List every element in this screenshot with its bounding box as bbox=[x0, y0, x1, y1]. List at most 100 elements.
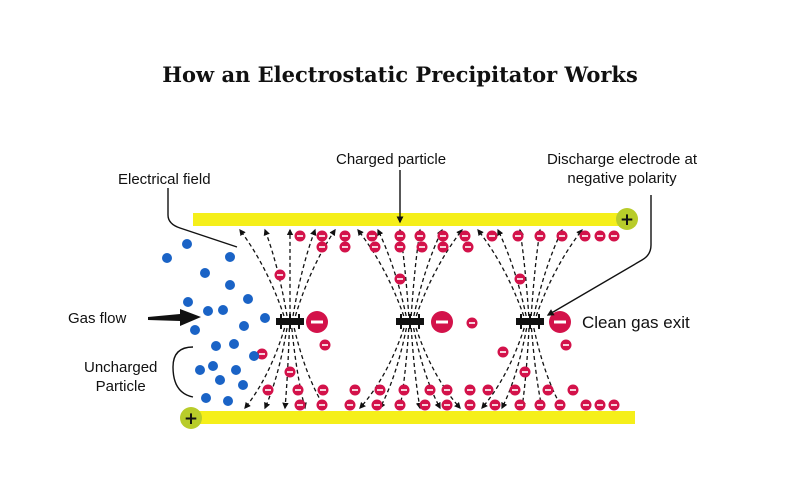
label-discharge-electrode: Discharge electrode at negative polarity bbox=[522, 150, 722, 188]
field-line bbox=[239, 228, 285, 317]
charged-particle bbox=[608, 399, 620, 411]
minus-sign bbox=[369, 235, 375, 237]
charged-particle bbox=[482, 384, 494, 396]
field-line bbox=[530, 327, 545, 410]
charged-particle bbox=[466, 317, 478, 329]
field-line bbox=[533, 228, 563, 317]
charged-particle bbox=[514, 399, 526, 411]
minus-sign bbox=[559, 235, 565, 237]
minus-sign bbox=[397, 404, 403, 406]
field-line bbox=[415, 327, 461, 409]
minus-sign bbox=[374, 404, 380, 406]
charged-particle bbox=[274, 269, 286, 281]
minus-sign bbox=[611, 235, 617, 237]
minus-sign bbox=[259, 353, 265, 355]
field-line bbox=[377, 228, 407, 317]
charged-particle bbox=[509, 384, 521, 396]
label-clean-gas-exit: Clean gas exit bbox=[582, 313, 690, 332]
charged-particle bbox=[394, 399, 406, 411]
charged-particle bbox=[464, 399, 476, 411]
minus-sign bbox=[320, 389, 326, 391]
minus-sign bbox=[489, 235, 495, 237]
charged-particle bbox=[512, 230, 524, 242]
charged-particle bbox=[441, 384, 453, 396]
charged-particle bbox=[556, 230, 568, 242]
charged-particle bbox=[534, 399, 546, 411]
charged-particle bbox=[608, 230, 620, 242]
charged-particle bbox=[424, 384, 436, 396]
minus-sign bbox=[427, 389, 433, 391]
field-line bbox=[357, 228, 405, 317]
negative-ion-large bbox=[306, 311, 328, 333]
charged-particle bbox=[560, 339, 572, 351]
minus-sign bbox=[342, 246, 348, 248]
field-line bbox=[263, 228, 288, 317]
minus-sign bbox=[436, 320, 448, 324]
uncharged-particle bbox=[225, 252, 235, 262]
discharge-electrode-callout bbox=[546, 195, 652, 316]
uncharged-particle bbox=[225, 280, 235, 290]
minus-sign bbox=[397, 278, 403, 280]
minus-sign bbox=[522, 371, 528, 373]
minus-sign bbox=[582, 235, 588, 237]
charged-particle bbox=[339, 241, 351, 253]
charged-particle bbox=[344, 399, 356, 411]
field-line bbox=[294, 228, 336, 317]
label-discharge-line2: negative polarity bbox=[567, 170, 677, 187]
charged-particle bbox=[374, 384, 386, 396]
electrical-field-callout bbox=[167, 188, 238, 248]
charged-particle bbox=[437, 241, 449, 253]
minus-sign bbox=[265, 389, 271, 391]
charged-particle bbox=[419, 399, 431, 411]
minus-sign bbox=[517, 278, 523, 280]
charged-particle bbox=[366, 230, 378, 242]
bottom-collecting-plate bbox=[188, 411, 635, 424]
uncharged-particle bbox=[162, 253, 172, 263]
minus-sign bbox=[515, 235, 521, 237]
minus-sign bbox=[545, 389, 551, 391]
uncharged-particle bbox=[203, 306, 213, 316]
minus-sign bbox=[440, 235, 446, 237]
charged-particle bbox=[294, 399, 306, 411]
minus-sign bbox=[295, 389, 301, 391]
minus-sign bbox=[319, 246, 325, 248]
field-line bbox=[264, 327, 288, 410]
gas-flow-arrow bbox=[148, 309, 201, 326]
minus-sign bbox=[322, 344, 328, 346]
charged-particle bbox=[489, 399, 501, 411]
charged-particle bbox=[567, 384, 579, 396]
charged-particle bbox=[594, 399, 606, 411]
field-line bbox=[291, 327, 307, 410]
minus-sign bbox=[319, 404, 325, 406]
field-line bbox=[535, 228, 583, 317]
uncharged-particle bbox=[231, 365, 241, 375]
minus-sign bbox=[462, 235, 468, 237]
charged-particle bbox=[319, 339, 331, 351]
minus-sign bbox=[297, 404, 303, 406]
minus-sign bbox=[570, 389, 576, 391]
charged-particle bbox=[497, 346, 509, 358]
charged-particle bbox=[486, 230, 498, 242]
minus-sign bbox=[277, 274, 283, 276]
minus-sign bbox=[297, 235, 303, 237]
field-line bbox=[244, 327, 286, 410]
minus-sign bbox=[422, 404, 428, 406]
charged-particle bbox=[554, 399, 566, 411]
minus-sign bbox=[554, 320, 566, 324]
label-electrical-field: Electrical field bbox=[118, 171, 211, 188]
charged-particle bbox=[580, 399, 592, 411]
field-line bbox=[415, 228, 463, 317]
minus-sign bbox=[465, 246, 471, 248]
minus-sign bbox=[537, 404, 543, 406]
field-line bbox=[530, 228, 543, 317]
minus-sign bbox=[352, 389, 358, 391]
plus-sign: + bbox=[620, 210, 634, 230]
uncharged-particle bbox=[200, 268, 210, 278]
charged-particle bbox=[339, 230, 351, 242]
uncharged-particle bbox=[183, 297, 193, 307]
field-line bbox=[533, 327, 563, 410]
charged-particle bbox=[316, 241, 328, 253]
minus-sign bbox=[377, 389, 383, 391]
charged-particle bbox=[294, 230, 306, 242]
